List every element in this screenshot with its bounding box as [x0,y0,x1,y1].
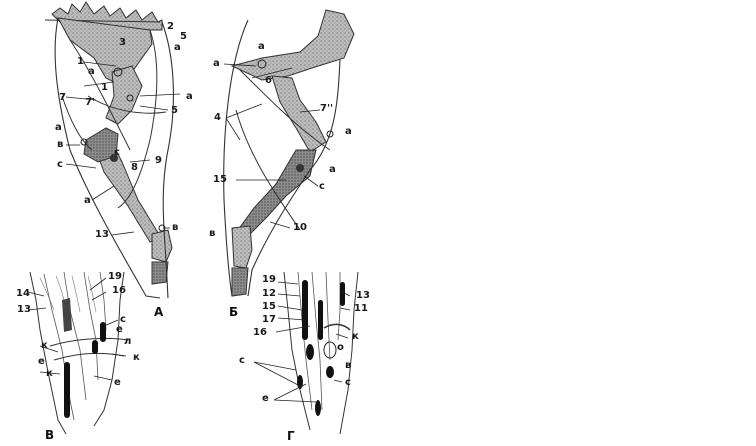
tibia [237,149,317,235]
label-g-c2: с [345,377,351,388]
label-b-4: 4 [214,112,221,123]
label-v-e3: е [114,377,121,388]
label-v-l: л [124,336,132,347]
label-a-3: 3 [119,37,126,48]
label-g-13: 13 [356,290,370,301]
label-g-k: к [352,331,359,342]
label-a-c1: с [114,147,120,158]
panel-letter-g: Г [287,429,295,443]
hind-pastern [231,267,249,297]
label-a-a2: а [88,66,95,77]
humerus [105,65,143,125]
label-g-17: 17 [262,314,276,325]
label-g-15: 15 [262,301,276,312]
label-g-e: е [262,393,269,404]
label-b-a3: а [345,126,352,137]
label-v-e1: е [116,324,123,335]
label-g-c1: с [239,355,245,366]
label-v-k2: к [133,352,140,363]
label-a-1: 1 [77,56,84,67]
label-b-6: 6 [265,75,272,86]
panel-letter-a: А [154,305,164,319]
label-v-e2: е [38,356,45,367]
label-g-16: 16 [253,327,267,338]
label-g-12: 12 [262,288,276,299]
label-a-c2: с [57,159,63,170]
label-g-v: в [345,360,352,371]
label-v-13: 13 [17,304,31,315]
pelvis [230,9,355,81]
label-b-15: 15 [213,174,227,185]
hind-outline-back [247,59,341,297]
carpus [151,229,173,263]
label-a-8: 8 [131,162,138,173]
label-b-v: в [209,228,216,239]
label-v-14: 14 [16,288,30,299]
panel-g-detail [253,271,359,435]
label-g-o: о [337,342,344,353]
panel-v-detail [27,271,129,435]
label-b-a1: а [258,41,265,52]
label-g-11: 11 [354,303,368,314]
label-a-a1: а [174,42,181,53]
label-a-a6: а [84,195,91,206]
label-g-19: 19 [262,274,276,285]
label-b-7pp: 7'' [320,103,334,114]
panel-letter-v: В [45,428,55,442]
label-a-5b: 5 [171,105,178,116]
label-b-c: с [319,181,325,192]
label-v-16: 16 [112,285,126,296]
label-v-c: с [120,314,126,325]
label-v-k1: к [41,340,48,351]
pastern [151,261,169,285]
label-a-a3: а [186,91,193,102]
label-a-7p: 7' [85,97,96,108]
hock [231,225,253,269]
panel-b-hindlimb [223,9,355,297]
leg-outline-front [54,17,161,299]
label-a-a4: а [55,122,62,133]
label-a-2: 2 [167,21,174,32]
label-a-7: 7 [59,92,66,103]
label-a-1b: 1 [101,82,108,93]
label-v-k3: к [46,368,53,379]
label-b-a4: а [329,164,336,175]
label-a-9: 9 [155,155,162,166]
panel-a-forelimb [44,1,181,299]
panel-letter-b: Б [229,305,239,319]
leg-outline-back [161,21,174,299]
femur [271,75,327,153]
label-b-a2: а [213,58,220,69]
label-a-v1: в [57,139,64,150]
label-a-5: 5 [180,31,187,42]
label-v-19: 19 [108,271,122,282]
label-a-13: 13 [95,229,109,240]
label-b-10: 10 [293,222,307,233]
hind-outline-front [223,19,249,297]
label-a-v2: в [172,222,179,233]
